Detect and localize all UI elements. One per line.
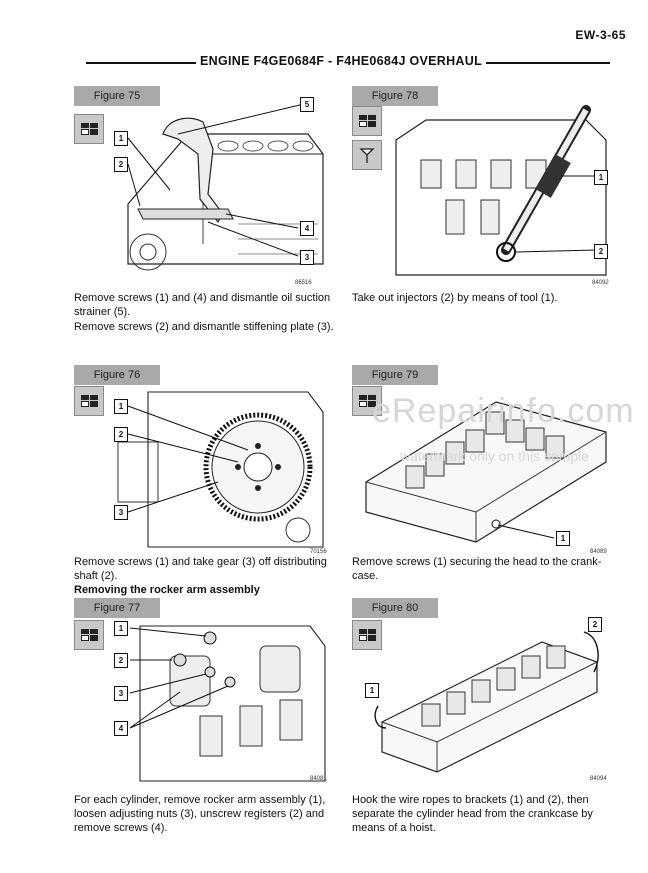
figure-76-number: 70156 bbox=[310, 549, 327, 555]
figure-77-number: 84081 bbox=[310, 776, 327, 782]
watermark-sub: watermark only on this sample bbox=[400, 448, 590, 464]
figure-79-drawing bbox=[365, 401, 607, 543]
callout-3: 3 bbox=[114, 505, 128, 520]
callout-4: 4 bbox=[300, 221, 314, 236]
figure-79-caption: Remove screws (1) securing the head to t… bbox=[352, 556, 602, 582]
figure-75-label: Figure 75 bbox=[74, 86, 160, 106]
callout-1: 1 bbox=[114, 621, 128, 636]
callout-1: 1 bbox=[114, 399, 128, 414]
callout-3: 3 bbox=[114, 686, 128, 701]
header-rule-right bbox=[486, 62, 610, 64]
page-title: ENGINE F4GE0684F - F4HE0684J OVERHAUL bbox=[199, 54, 483, 68]
figure-77-label: Figure 77 bbox=[74, 598, 160, 618]
callout-2: 2 bbox=[114, 653, 128, 668]
callout-3: 3 bbox=[300, 250, 314, 265]
callout-2: 2 bbox=[594, 244, 608, 259]
callout-2: 2 bbox=[114, 427, 128, 442]
figure-77-caption: For each cylinder, remove rocker arm ass… bbox=[74, 794, 326, 834]
callout-5: 5 bbox=[300, 97, 314, 112]
figure-80-caption: Hook the wire ropes to brackets (1) and … bbox=[352, 794, 593, 834]
figure-77-drawing bbox=[129, 625, 326, 782]
service-icon bbox=[352, 386, 382, 416]
figure-78-number: 84092 bbox=[592, 280, 609, 286]
figure-78-caption: Take out injectors (2) by means of tool … bbox=[352, 292, 558, 304]
service-icon bbox=[352, 620, 382, 650]
figure-79-label: Figure 79 bbox=[352, 365, 438, 385]
figure-75-drawing bbox=[127, 103, 324, 271]
tool-icon bbox=[352, 140, 382, 170]
figure-80-label: Figure 80 bbox=[352, 598, 438, 618]
figure-76-caption: Remove screws (1) and take gear (3) off … bbox=[74, 556, 327, 582]
figure-76-label: Figure 76 bbox=[74, 365, 160, 385]
figure-75-caption-b: Remove screws (2) and dismantle stiffeni… bbox=[74, 321, 334, 333]
figure-75-number: 86516 bbox=[295, 280, 312, 286]
callout-1: 1 bbox=[114, 131, 128, 146]
service-icon bbox=[74, 114, 104, 144]
figure-79-number: 84089 bbox=[590, 549, 607, 555]
service-icon bbox=[74, 620, 104, 650]
callout-2: 2 bbox=[114, 157, 128, 172]
figure-76-drawing bbox=[117, 391, 324, 548]
watermark: eRepairinfo.com bbox=[372, 392, 635, 430]
callout-2: 2 bbox=[588, 617, 602, 632]
service-icon bbox=[74, 386, 104, 416]
page-number: EW-3-65 bbox=[575, 28, 626, 42]
figure-80-drawing bbox=[374, 631, 599, 773]
header-rule-left bbox=[86, 62, 196, 64]
figure-78-label: Figure 78 bbox=[352, 86, 438, 106]
section-heading: Removing the rocker arm assembly bbox=[74, 584, 260, 596]
figure-78-drawing bbox=[395, 105, 607, 276]
callout-1: 1 bbox=[594, 170, 608, 185]
callout-1: 1 bbox=[556, 531, 570, 546]
figure-80-number: 84094 bbox=[590, 776, 607, 782]
callout-4: 4 bbox=[114, 721, 128, 736]
service-icon bbox=[352, 106, 382, 136]
figure-75-caption-a: Remove screws (1) and (4) and dismantle … bbox=[74, 292, 331, 318]
callout-1: 1 bbox=[365, 683, 379, 698]
